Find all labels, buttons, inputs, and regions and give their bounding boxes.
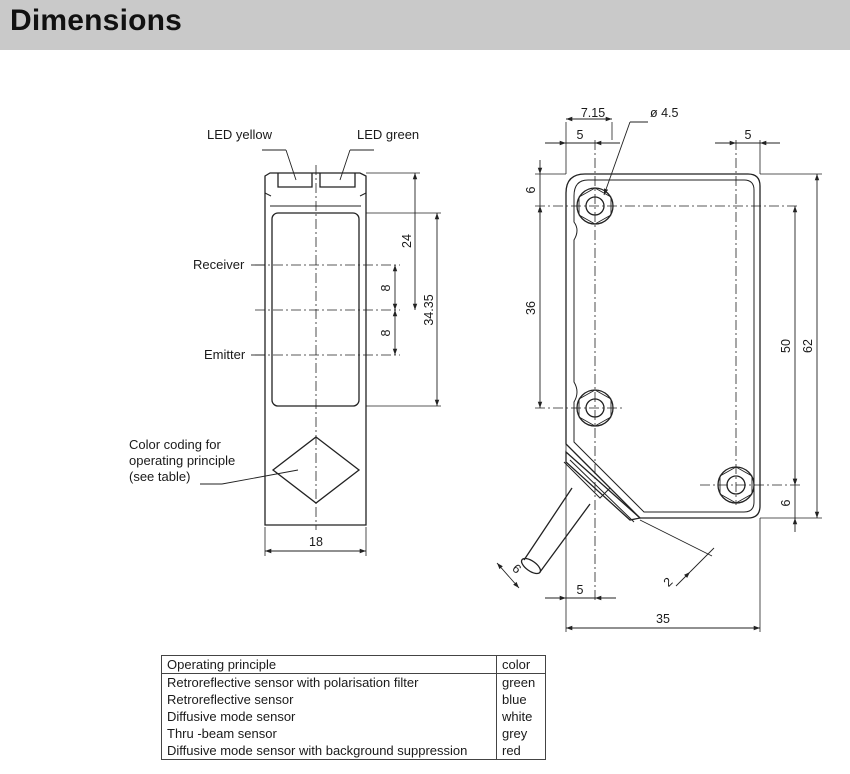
section-title: Dimensions	[10, 4, 183, 37]
led-yellow-window	[277, 173, 313, 188]
dim-5-bottom: 5	[577, 583, 584, 597]
dim-6-cable: 6	[509, 561, 523, 576]
dim-36: 36	[524, 301, 538, 315]
table-row: Diffusive mode sensor with background su…	[161, 742, 546, 760]
table-cell-principle: Retroreflective sensor with polarisation…	[161, 673, 497, 691]
dim-50: 50	[779, 339, 793, 353]
table-cell-color: blue	[496, 691, 546, 708]
dim-d4-5: ø 4.5	[650, 106, 679, 120]
dim-2: 2	[661, 575, 676, 590]
cable	[523, 487, 591, 573]
label-led-green: LED green	[357, 127, 419, 142]
cable-gland	[565, 450, 642, 521]
label-receiver: Receiver	[193, 257, 245, 272]
label-color-coding-3: (see table)	[129, 469, 190, 484]
label-led-yellow: LED yellow	[207, 127, 273, 142]
operating-principle-table: Operating principle color Retroreflectiv…	[161, 655, 546, 760]
table-cell-color: red	[496, 742, 546, 760]
front-housing-outline	[264, 172, 367, 526]
dim-6-bottom: 6	[779, 499, 793, 506]
table-header-color: color	[496, 655, 546, 674]
table-cell-color: grey	[496, 725, 546, 742]
table-cell-principle: Thru -beam sensor	[161, 725, 497, 742]
lens-window	[271, 212, 360, 407]
table-header-principle: Operating principle	[161, 655, 497, 674]
dim-8-lower: 8	[379, 329, 393, 336]
dim-line-2	[675, 571, 691, 587]
dim-34-35: 34.35	[422, 294, 436, 325]
table-cell-principle: Diffusive mode sensor with background su…	[161, 742, 497, 760]
dim-5-top-left: 5	[577, 128, 584, 142]
table-cell-color: white	[496, 708, 546, 725]
label-emitter: Emitter	[204, 347, 246, 362]
dim-18: 18	[309, 535, 323, 549]
front-view	[200, 149, 441, 556]
table-cell-color: green	[496, 673, 546, 691]
dim-24: 24	[400, 234, 414, 248]
label-color-coding-1: Color coding for	[129, 437, 221, 452]
dim-62: 62	[801, 339, 815, 353]
table-cell-principle: Diffusive mode sensor	[161, 708, 497, 725]
label-color-coding-2: operating principle	[129, 453, 235, 468]
table-row: Retroreflective sensor with polarisation…	[161, 673, 546, 691]
section-header: Dimensions	[0, 0, 850, 50]
table-header-row: Operating principle color	[161, 655, 546, 674]
table-row: Thru -beam sensor grey	[161, 725, 546, 742]
dim-6-top: 6	[524, 186, 538, 193]
table-row: Diffusive mode sensor white	[161, 708, 546, 725]
dim-5-top-right: 5	[745, 128, 752, 142]
led-green-window	[319, 173, 356, 188]
dim-35: 35	[656, 612, 670, 626]
table-row: Retroreflective sensor blue	[161, 691, 546, 708]
side-housing-outline	[565, 173, 761, 519]
table-cell-principle: Retroreflective sensor	[161, 691, 497, 708]
dim-7-15: 7.15	[581, 106, 605, 120]
side-view	[496, 116, 822, 632]
dim-line-6-cable	[496, 562, 520, 589]
side-inner-contour	[573, 179, 755, 513]
dim-8-upper: 8	[379, 284, 393, 291]
